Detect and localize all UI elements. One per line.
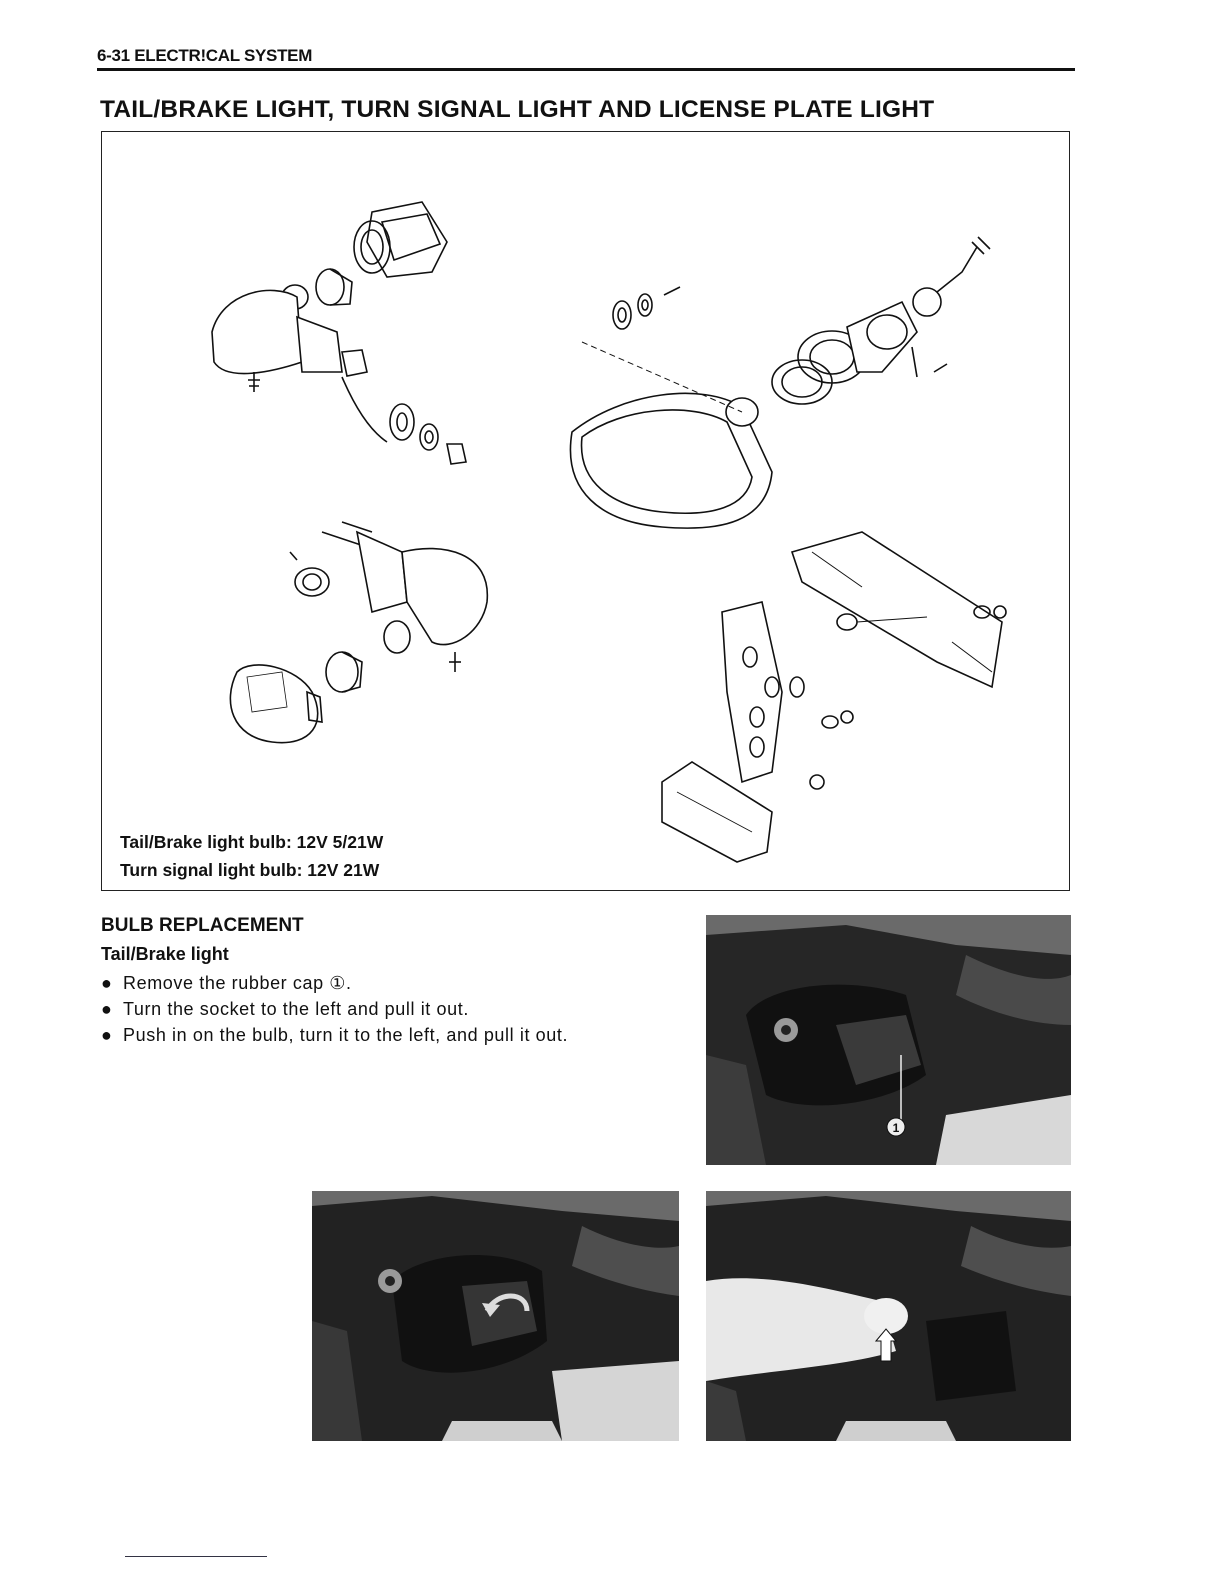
- turn-signal-bulb-caption: Turn signal light bulb: 12V 21W: [120, 860, 380, 880]
- turn-signal-lower-drawing: [229, 521, 488, 744]
- callout-number: 1: [893, 1121, 900, 1135]
- socket-turn-photo: [312, 1191, 679, 1441]
- step-text: Push in on the bulb, turn it to the left…: [123, 1025, 569, 1045]
- license-bracket-drawing: [661, 531, 1007, 863]
- tail-brake-light-subheading: Tail/Brake light: [101, 944, 229, 964]
- bulb-replacement-heading: BULB REPLACEMENT: [101, 915, 304, 936]
- exploded-view-drawing: [211, 201, 1007, 863]
- page-title: TAIL/BRAKE LIGHT, TURN SIGNAL LIGHT AND …: [100, 96, 935, 123]
- bullet-icon: ●: [101, 1025, 113, 1045]
- exploded-diagram: Tail/Brake light bulb: 12V 5/21W Turn si…: [101, 131, 1070, 891]
- instruction-list: ● Remove the rubber cap ①. ● Turn the sock…: [101, 970, 568, 1048]
- bullet-icon: ●: [101, 973, 113, 993]
- section-label: 6-31 ELECTR!CAL SYSTEM: [97, 46, 313, 65]
- page-header: 6-31 ELECTR!CAL SYSTEM: [97, 38, 1075, 71]
- tail-light-drawing: [569, 236, 991, 529]
- step-text: Remove the rubber cap ①.: [123, 973, 352, 993]
- turn-signal-upper-drawing: [211, 201, 467, 465]
- rubber-cap-photo: 1: [706, 915, 1071, 1165]
- tail-brake-bulb-caption: Tail/Brake light bulb: 12V 5/21W: [120, 832, 384, 852]
- list-item: ● Push in on the bulb, turn it to the lef…: [101, 1022, 568, 1048]
- bulb-removal-photo: [706, 1191, 1071, 1441]
- bullet-icon: ●: [101, 999, 113, 1019]
- list-item: ● Turn the socket to the left and pull it…: [101, 996, 568, 1022]
- list-item: ● Remove the rubber cap ①.: [101, 970, 568, 996]
- step-text: Turn the socket to the left and pull it …: [123, 999, 469, 1019]
- footer-rule: [125, 1556, 267, 1557]
